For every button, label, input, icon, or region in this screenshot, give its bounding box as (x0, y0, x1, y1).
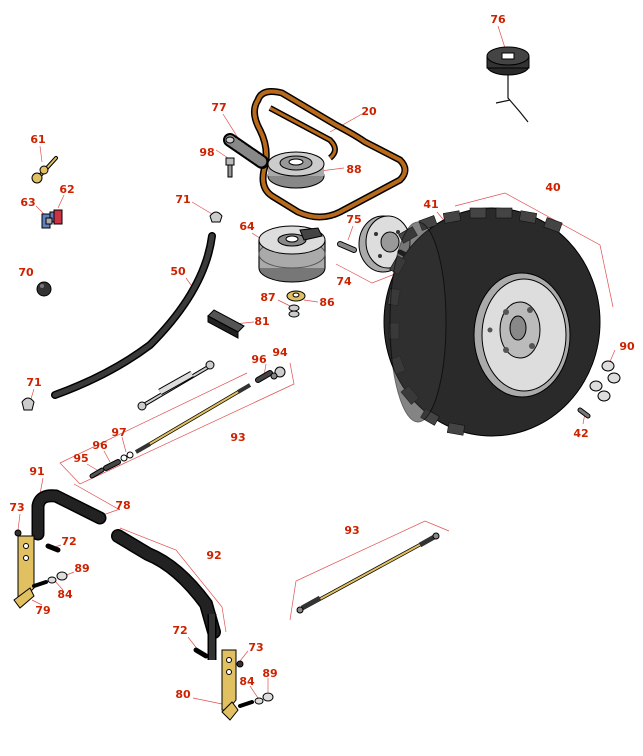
callout-c72a: 72 (61, 535, 76, 548)
part-78-grip (111, 529, 221, 639)
callout-c71b: 71 (26, 376, 41, 389)
callout-c73b: 73 (248, 641, 263, 654)
part-76-knob (486, 46, 530, 123)
part-20-drive-belt (251, 88, 409, 221)
part-89-nut-right (262, 692, 274, 702)
callout-c98: 98 (199, 146, 214, 159)
part-87-washer (288, 304, 300, 318)
callout-c92: 92 (206, 549, 221, 562)
callout-c93b: 93 (344, 524, 359, 537)
callout-c84a: 84 (57, 588, 73, 601)
callout-c96b: 96 (92, 439, 108, 452)
callout-c20: 20 (361, 105, 377, 118)
part-84-washer-right (238, 697, 264, 708)
callout-c71a: 71 (175, 193, 190, 206)
part-73-nut-right (236, 660, 244, 668)
part-72-bolt-right (193, 647, 209, 659)
part-81-pad (207, 309, 245, 339)
part-93-rod-lower (296, 532, 440, 614)
callout-c87: 87 (260, 291, 275, 304)
part-71-clip-upper (209, 211, 223, 223)
part-64-clutch (258, 225, 326, 283)
callout-c41: 41 (423, 198, 438, 211)
part-95-fitting (89, 467, 105, 479)
callout-c97: 97 (111, 426, 126, 439)
callout-c89b: 89 (262, 667, 277, 680)
callout-c81: 81 (254, 315, 269, 328)
part-97-e-clip (120, 451, 134, 462)
part-71-clip-lower (21, 397, 35, 411)
callout-c90: 90 (619, 340, 635, 353)
callout-c84b: 84 (239, 675, 255, 688)
part-80-mount-right (221, 649, 239, 721)
callout-c63: 63 (20, 196, 35, 209)
callout-c74: 74 (336, 275, 352, 288)
part-98-bolt (225, 157, 235, 178)
part-90-lug-nuts (589, 360, 621, 402)
callout-c64: 64 (239, 220, 255, 233)
callout-c80: 80 (175, 688, 191, 701)
part-72-bolt-left (45, 543, 61, 553)
callout-c91: 91 (29, 465, 44, 478)
callout-c86: 86 (319, 296, 335, 309)
part-61-key (31, 156, 58, 184)
callout-c76: 76 (490, 13, 506, 26)
callout-c78: 78 (115, 499, 130, 512)
part-91-lever-left (31, 489, 107, 541)
part-84-washer-left (32, 576, 57, 588)
part-86-washer (286, 290, 306, 302)
callout-c95: 95 (73, 452, 88, 465)
callout-c50: 50 (170, 265, 186, 278)
part-50-hose (51, 232, 216, 399)
part-41-rim (473, 272, 571, 398)
part-70-plug (36, 281, 52, 297)
callout-c96a: 96 (251, 353, 267, 366)
part-42-valve-stem (577, 407, 591, 419)
part-96-ferrule-lower (103, 459, 121, 471)
part-88-pulley (267, 151, 325, 189)
callout-c61: 61 (30, 133, 45, 146)
callout-c88: 88 (346, 163, 361, 176)
callout-c75: 75 (346, 213, 361, 226)
part-79-mount-left (13, 535, 35, 609)
callout-c89a: 89 (74, 562, 89, 575)
part-94-swivel (270, 366, 286, 380)
callout-c72b: 72 (172, 624, 187, 637)
part-77-spring (223, 133, 269, 169)
part-89-nut-left (56, 571, 68, 581)
part-75-bolt (337, 241, 357, 253)
callout-labels: 76 20 77 98 88 61 62 63 71 40 41 75 64 50 70 74 87 86 81 90… (9, 13, 635, 701)
callout-c40: 40 (545, 181, 561, 194)
callout-c73a: 73 (9, 501, 24, 514)
callout-c93a: 93 (230, 431, 245, 444)
callout-c42: 42 (573, 427, 588, 440)
callout-c70: 70 (18, 266, 34, 279)
callout-c94: 94 (272, 346, 288, 359)
part-96-ferrule-upper (255, 370, 273, 383)
part-63-clip (41, 213, 53, 229)
callout-c62: 62 (59, 183, 74, 196)
linkage-rod-upper (137, 360, 215, 411)
callout-c79: 79 (35, 604, 50, 617)
callout-c77: 77 (211, 101, 226, 114)
part-73-nut-left (14, 529, 22, 537)
part-93-rod-upper (135, 383, 252, 454)
